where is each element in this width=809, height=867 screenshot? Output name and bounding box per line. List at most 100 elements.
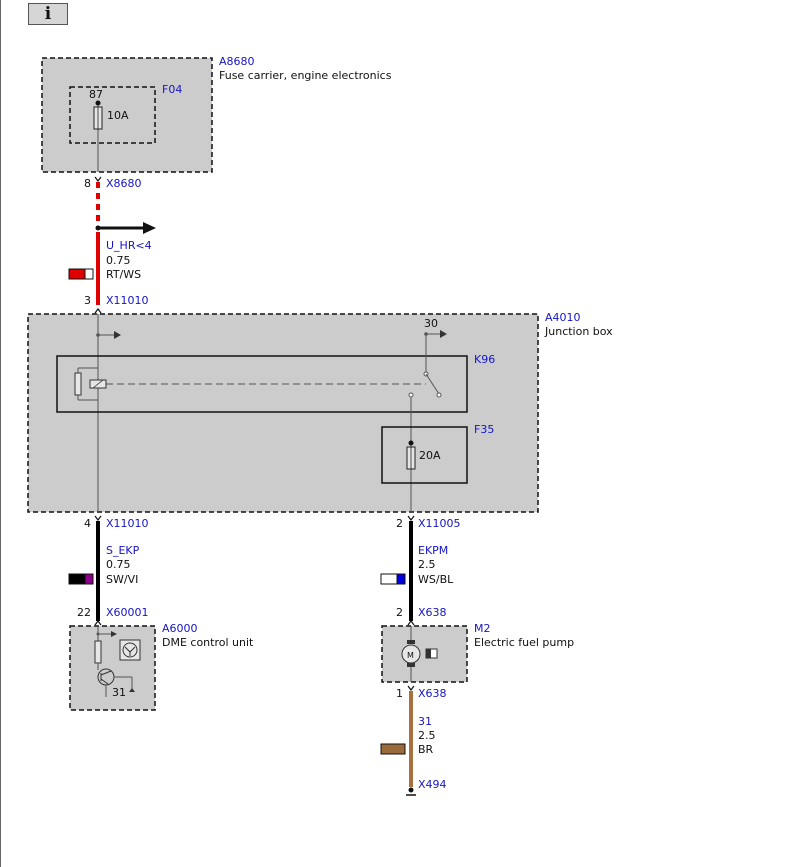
x11010-bottom-connector-icon: [94, 515, 102, 521]
m2-housing: [381, 625, 468, 683]
f04-housing: [69, 86, 156, 144]
a8680-id[interactable]: A8680: [219, 55, 255, 68]
u-hr-color-swatch: [68, 268, 94, 280]
s-ekp-swatch-secondary: [84, 573, 94, 585]
u-hr-size: 0.75: [106, 254, 131, 267]
m2-name: Electric fuel pump: [474, 636, 574, 649]
m2-terminal-bottom: [407, 663, 415, 667]
x11010-top-pin: 3: [84, 294, 91, 307]
ground-31-color: BR: [418, 743, 434, 756]
u-hr-swatch-secondary: [84, 268, 94, 280]
a6000-branch-arrow-icon: [111, 631, 117, 637]
f04-pin-dot: [95, 100, 101, 106]
s-ekp-size: 0.75: [106, 558, 131, 571]
x60001-id[interactable]: X60001: [106, 606, 149, 619]
component-a6000[interactable]: 31 A6000 DME control unit: [69, 622, 254, 711]
m2-pump-symbol-fill: [426, 649, 431, 658]
a6000-id[interactable]: A6000: [162, 622, 198, 635]
fuse-f35[interactable]: 20A F35: [381, 423, 494, 484]
x638-bottom-id[interactable]: X638: [418, 687, 447, 700]
x11005-pin: 2: [396, 517, 403, 530]
ground-x494[interactable]: X494: [406, 778, 447, 796]
relay-k96[interactable]: K96 30: [56, 317, 495, 413]
ground-31-size: 2.5: [418, 729, 436, 742]
f35-housing: [381, 426, 468, 484]
k96-output-contact: [408, 392, 414, 398]
x11010-top-id[interactable]: X11010: [106, 294, 149, 307]
wire-ekpm[interactable]: EKPM 2.5 WS/BL: [380, 521, 454, 621]
x11005-id[interactable]: X11005: [418, 517, 461, 530]
a6000-resistor-icon: [94, 640, 102, 664]
k96-coil-resistor-icon: [74, 372, 82, 396]
ekpm-swatch-secondary: [396, 573, 406, 585]
connector-x638-top[interactable]: 2 X638: [396, 606, 447, 626]
m2-motor-label: M: [407, 651, 414, 660]
x11010-bottom-pin: 4: [84, 517, 91, 530]
a6000-ground-label: 31: [112, 686, 126, 699]
f35-id[interactable]: F35: [474, 423, 494, 436]
x494-id[interactable]: X494: [418, 778, 447, 791]
a6000-ecu-icon-symbol: [124, 646, 136, 656]
s-ekp-color: SW/VI: [106, 573, 138, 586]
a6000-housing: [69, 625, 156, 711]
x60001-connector-icon: [94, 620, 102, 626]
k96-switch-contact: [436, 392, 442, 398]
connector-x638-bottom[interactable]: 1 X638: [396, 685, 447, 700]
x8680-id[interactable]: X8680: [106, 177, 142, 190]
u-hr-signal: U_HR<4: [106, 239, 152, 252]
x11010-top-connector-icon: [94, 308, 102, 314]
component-m2[interactable]: M M2 Electric fuel pump: [381, 622, 574, 683]
wire-s-ekp[interactable]: S_EKP 0.75 SW/VI: [68, 521, 140, 621]
x638-bottom-pin: 1: [396, 687, 403, 700]
k96-pin30-arrow-icon: [440, 330, 447, 338]
k96-switch-blade: [425, 373, 440, 395]
ekpm-color-swatch: [380, 573, 406, 585]
a6000-transistor-collector: [100, 670, 112, 676]
x60001-pin: 22: [77, 606, 91, 619]
u-hr-junction-dot: [95, 225, 101, 231]
connector-x60001[interactable]: 22 X60001: [77, 606, 149, 626]
k96-housing: [56, 355, 468, 413]
left-border: [0, 0, 1, 867]
k96-id[interactable]: K96: [474, 353, 495, 366]
x638-bottom-connector-icon: [407, 685, 415, 691]
k96-coil-slash: [92, 379, 104, 389]
u-hr-color: RT/WS: [106, 268, 141, 281]
x638-top-connector-icon: [407, 620, 415, 626]
ekpm-color: WS/BL: [418, 573, 454, 586]
u-hr-swatch-primary: [68, 268, 86, 280]
ekpm-swatch-primary: [380, 573, 398, 585]
u-hr-branch-arrow-icon: [143, 222, 156, 234]
s-ekp-signal: S_EKP: [106, 544, 140, 557]
f04-id[interactable]: F04: [162, 83, 182, 96]
wire-ground-31[interactable]: 31 2.5 BR: [380, 691, 436, 787]
x11010-bottom-id[interactable]: X11010: [106, 517, 149, 530]
f35-rating: 20A: [419, 449, 441, 462]
a8680-housing: [41, 57, 213, 173]
connector-x11010-bottom[interactable]: 4 X11010: [84, 515, 149, 530]
component-a8680[interactable]: 87 10A F04 A8680 Fuse carrier, engine el…: [41, 55, 392, 173]
a6000-transistor-emitter: [100, 678, 109, 685]
x494-ground-dot: [408, 787, 414, 793]
s-ekp-swatch-primary: [68, 573, 86, 585]
component-a4010[interactable]: A4010 Junction box K96 30: [27, 308, 613, 513]
ekpm-size: 2.5: [418, 558, 436, 571]
x8680-pin: 8: [84, 177, 91, 190]
a4010-branch-arrow-icon: [114, 331, 121, 339]
m2-terminal-top: [407, 640, 415, 644]
ground-31-color-swatch: [380, 743, 406, 755]
m2-id[interactable]: M2: [474, 622, 491, 635]
ekpm-signal: EKPM: [418, 544, 448, 557]
info-button[interactable]: i: [28, 3, 68, 25]
f04-pin-label: 87: [89, 88, 103, 101]
x11005-connector-icon: [407, 515, 415, 521]
f35-pin-dot: [408, 440, 414, 446]
connector-x11005[interactable]: 2 X11005: [396, 515, 461, 530]
a4010-id[interactable]: A4010: [545, 311, 581, 324]
connector-x11010-top[interactable]: 3 X11010: [84, 294, 149, 307]
wire-u-hr[interactable]: U_HR<4 0.75 RT/WS: [68, 182, 156, 305]
connector-x8680[interactable]: 8 X8680: [84, 176, 142, 190]
x638-top-id[interactable]: X638: [418, 606, 447, 619]
